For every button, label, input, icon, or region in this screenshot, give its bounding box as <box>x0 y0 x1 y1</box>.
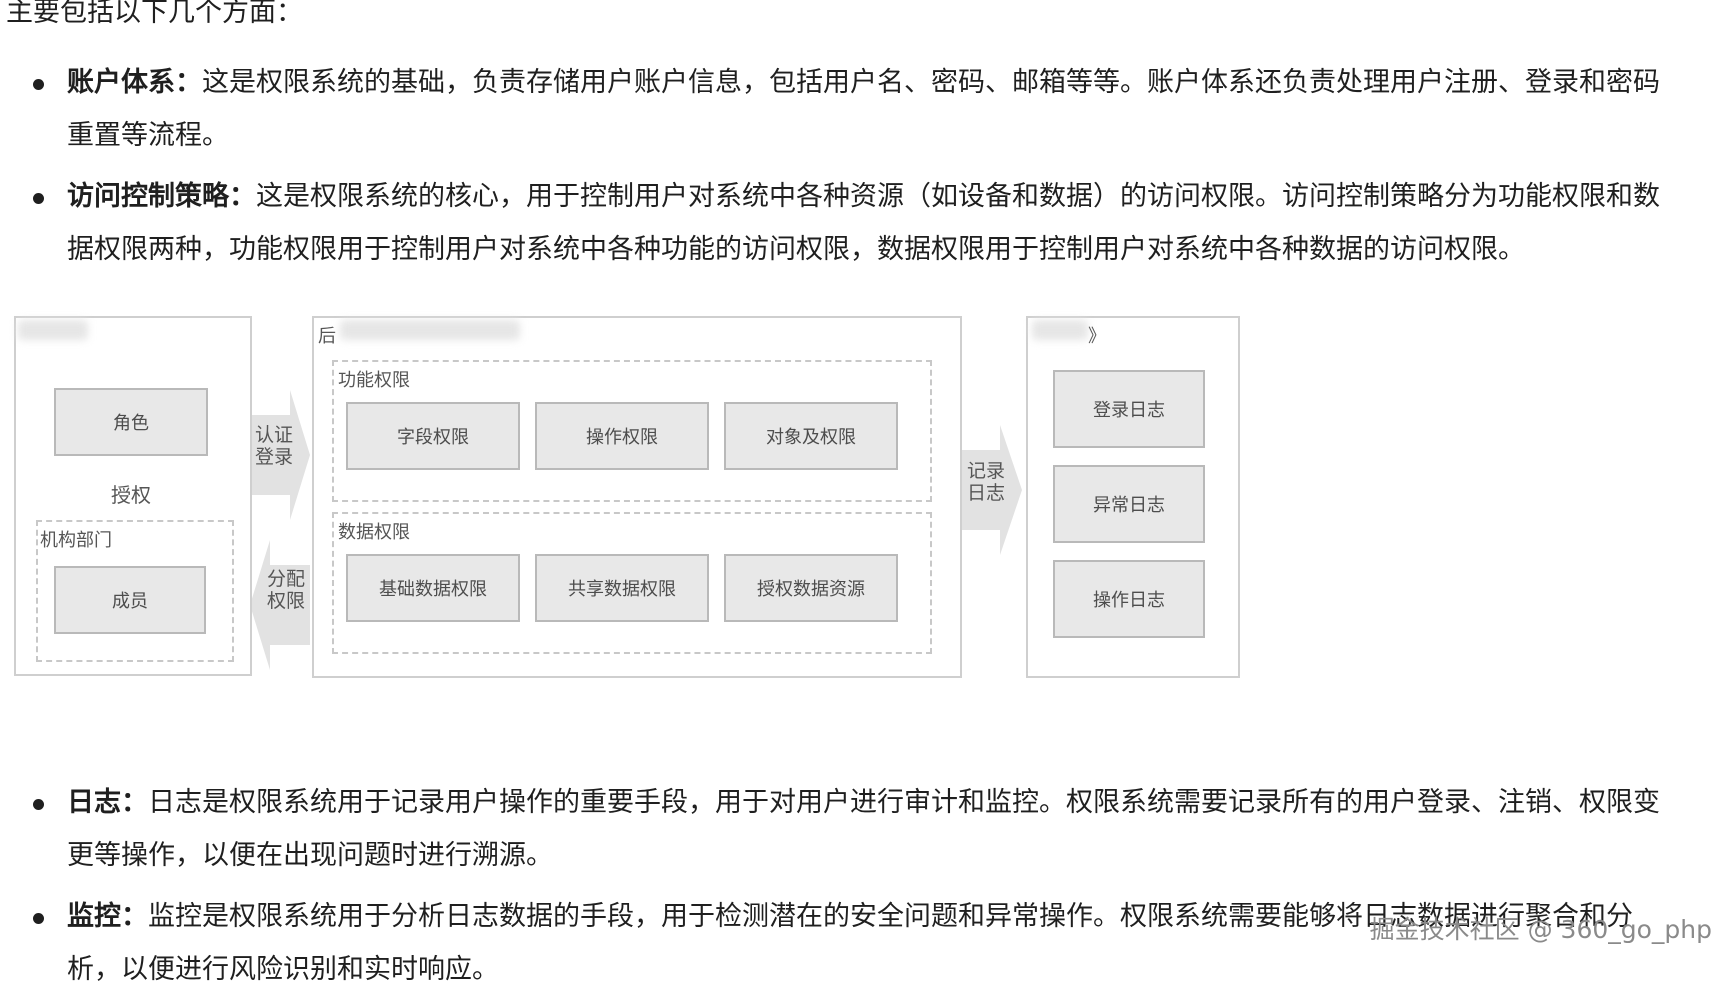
record-log-arrow <box>960 425 1022 555</box>
operation-log-box: 操作日志 <box>1053 560 1205 638</box>
operation-permission-box: 操作权限 <box>535 402 709 470</box>
backend-title-char: 后 <box>318 326 336 347</box>
record-log-label: 记录 日志 <box>964 460 1008 504</box>
object-permission-box: 对象及权限 <box>724 402 898 470</box>
assign-permission-arrow <box>250 540 310 670</box>
assign-permission-label-line2: 权限 <box>266 590 305 612</box>
watermark: 掘金技术社区 @ 360_go_php <box>1369 915 1712 944</box>
blurred-title <box>340 320 520 340</box>
login-log-box: 登录日志 <box>1053 370 1205 448</box>
list-item-term: 账户体系： <box>67 67 202 98</box>
record-log-label-line2: 日志 <box>966 482 1005 504</box>
auth-login-arrow <box>250 390 310 520</box>
list-item-term: 监控： <box>67 901 148 932</box>
auth-login-label: 认证 登录 <box>252 424 296 468</box>
function-permission-region <box>332 360 932 502</box>
grant-label: 授权 <box>111 483 151 507</box>
blurred-title <box>18 320 88 340</box>
list-item: 日志：日志是权限系统用于记录用户操作的重要手段，用于对用户进行审计和监控。权限系… <box>0 776 1716 882</box>
blurred-title <box>1032 320 1088 340</box>
auth-login-label-line2: 登录 <box>254 446 293 468</box>
org-department-label: 机构部门 <box>40 530 112 551</box>
data-permission-label: 数据权限 <box>338 522 410 543</box>
list-item-text: 日志是权限系统用于记录用户操作的重要手段，用于对用户进行审计和监控。权限系统需要… <box>67 787 1660 871</box>
list-item: 账户体系：这是权限系统的基础，负责存储用户账户信息，包括用户名、密码、邮箱等等。… <box>0 56 1716 162</box>
field-permission-box: 字段权限 <box>346 402 520 470</box>
auth-login-label-line1: 认证 <box>254 424 293 446</box>
list-item-term: 访问控制策略： <box>67 181 256 212</box>
data-permission-region <box>332 512 932 654</box>
points-list-bottom: 日志：日志是权限系统用于记录用户操作的重要手段，用于对用户进行审计和监控。权限系… <box>0 776 1716 996</box>
authorized-data-resource-box: 授权数据资源 <box>724 554 898 622</box>
points-list-top: 账户体系：这是权限系统的基础，负责存储用户账户信息，包括用户名、密码、邮箱等等。… <box>0 56 1716 276</box>
shared-data-permission-box: 共享数据权限 <box>535 554 709 622</box>
exception-log-box: 异常日志 <box>1053 465 1205 543</box>
log-panel-title-char: 》 <box>1088 326 1106 347</box>
list-item-term: 日志： <box>67 787 148 818</box>
list-item: 访问控制策略：这是权限系统的核心，用于控制用户对系统中各种资源（如设备和数据）的… <box>0 170 1716 276</box>
list-item-text: 这是权限系统的基础，负责存储用户账户信息，包括用户名、密码、邮箱等等。账户体系还… <box>67 67 1660 151</box>
list-item: 监控：监控是权限系统用于分析日志数据的手段，用于检测潜在的安全问题和异常操作。权… <box>0 890 1716 996</box>
basic-data-permission-box: 基础数据权限 <box>346 554 520 622</box>
list-item-text: 监控是权限系统用于分析日志数据的手段，用于检测潜在的安全问题和异常操作。权限系统… <box>67 901 1633 985</box>
org-department-region <box>36 520 234 662</box>
assign-permission-label-line1: 分配 <box>266 568 305 590</box>
intro-text: 主要包括以下几个方面： <box>6 0 303 28</box>
function-permission-label: 功能权限 <box>338 370 410 391</box>
assign-permission-label: 分配 权限 <box>264 568 308 612</box>
record-log-label-line1: 记录 <box>966 460 1005 482</box>
role-box: 角色 <box>54 388 208 456</box>
list-item-text: 这是权限系统的核心，用于控制用户对系统中各种资源（如设备和数据）的访问权限。访问… <box>67 181 1660 265</box>
member-box: 成员 <box>54 566 206 634</box>
permission-system-diagram: 角色 授权 机构部门 成员 认证 登录 分配 权限 记录 日志 后 功能权限 字… <box>0 316 1400 760</box>
